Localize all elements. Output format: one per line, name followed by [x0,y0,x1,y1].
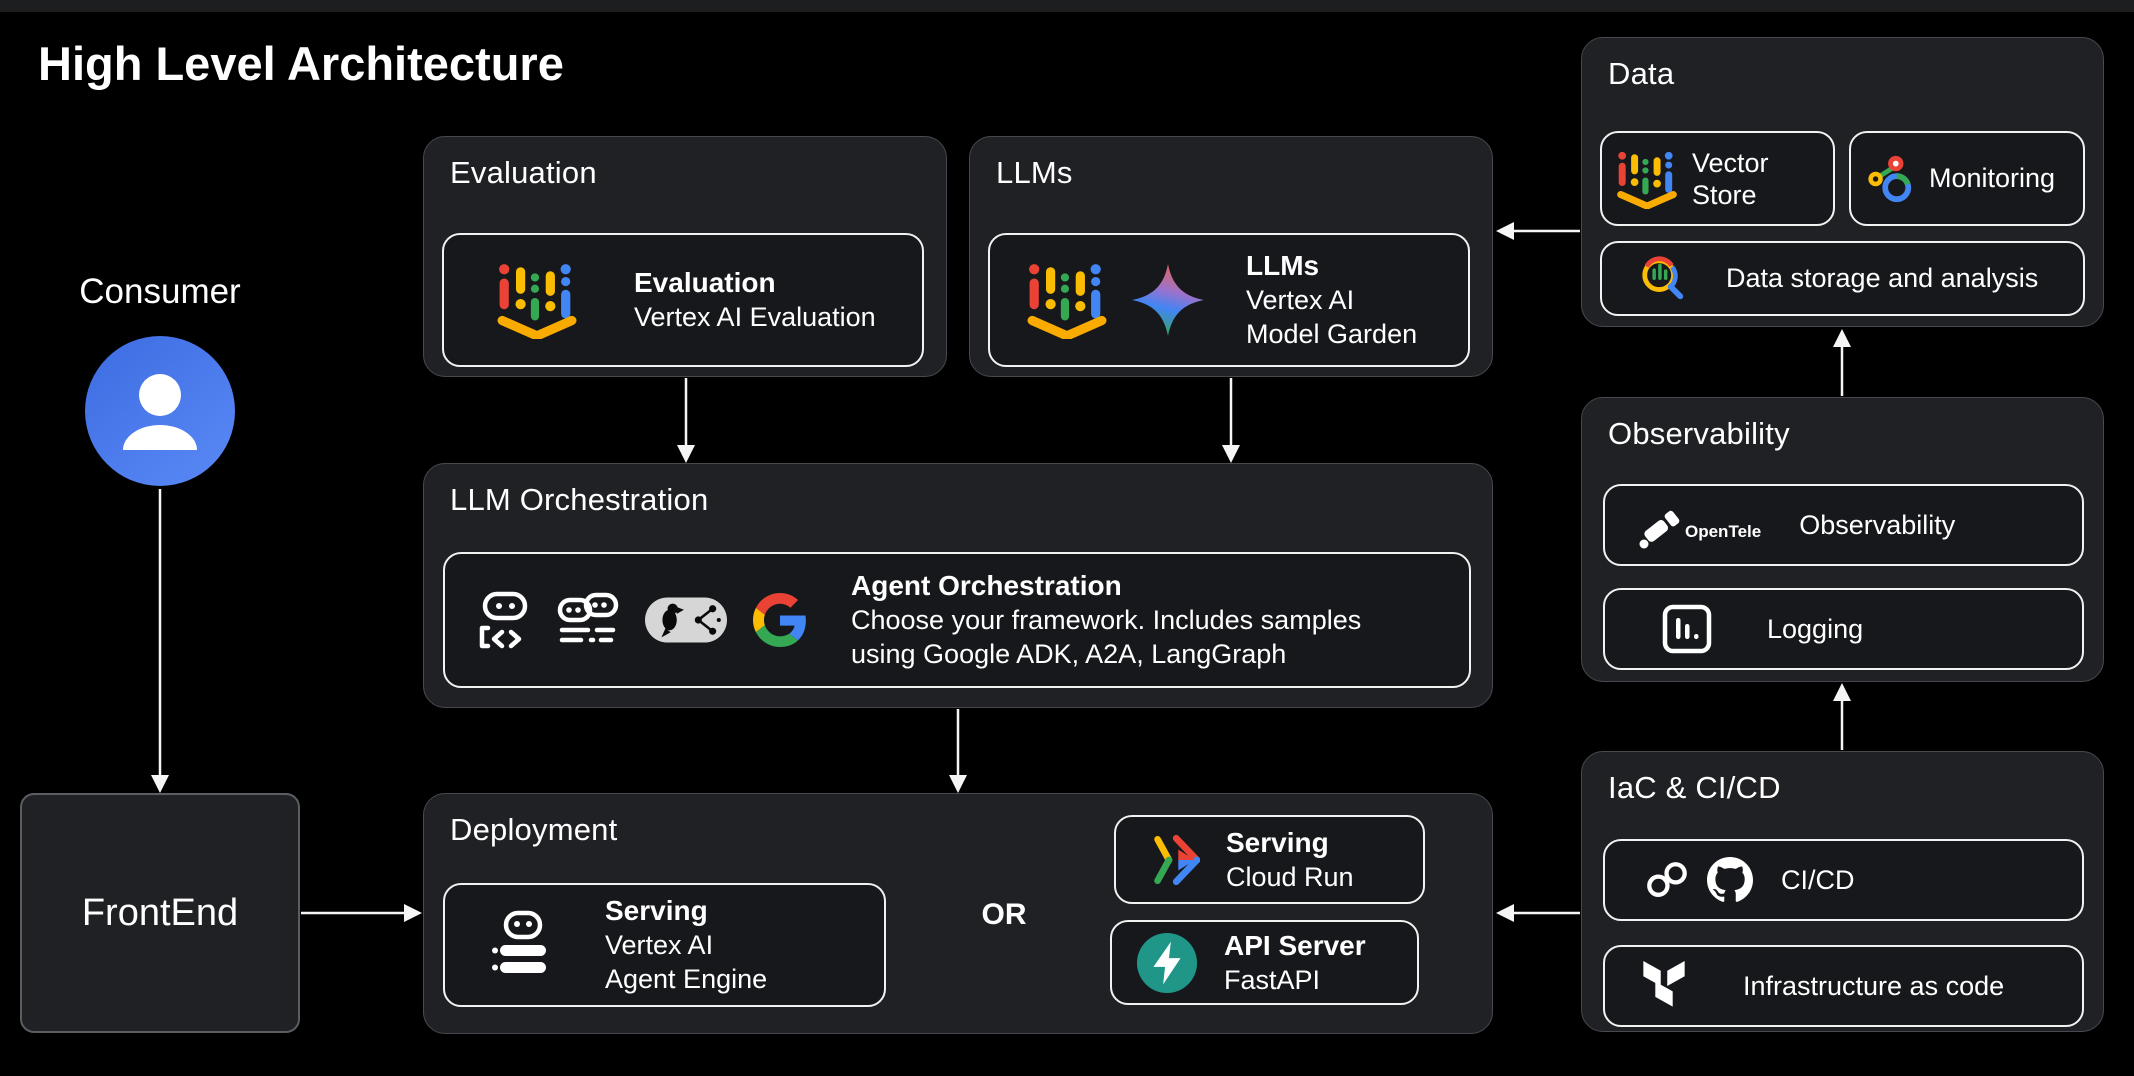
storage-label: Data storage and analysis [1726,263,2039,293]
gemini-star-icon [1130,262,1206,338]
observability-panel-title: Observability [1608,416,1790,451]
cloud-run-title: Serving [1226,826,1329,858]
vector-store-label: Vector Store [1692,147,1769,210]
opentelemetry-telescope-icon [1635,498,1693,552]
vertex-ai-icon [1616,149,1678,209]
langgraph-parrot-icon [645,597,727,643]
agent-engine-robot-icon [485,910,559,980]
frontend-node: FrontEnd [20,793,300,1033]
agent-engine-title: Serving [605,895,708,926]
llms-card-line2: Model Garden [1246,319,1418,349]
infra-card: Infrastructure as code [1603,945,2084,1027]
cicd-label: CI/CD [1781,864,1855,895]
orchestration-card-title: Agent Orchestration [851,570,1122,601]
observability-label: Observability [1799,509,1956,540]
llms-card-title: LLMs [1246,250,1320,281]
cloud-run-line1: Cloud Run [1226,861,1354,892]
infra-label: Infrastructure as code [1743,970,2005,1001]
person-icon [85,336,235,486]
terraform-icon [1641,961,1687,1011]
fastapi-title: API Server [1224,929,1366,961]
agent-engine-card: Serving Vertex AI Agent Engine [443,883,886,1007]
storage-card: Data storage and analysis [1600,241,2085,316]
iac-panel-title: IaC & CI/CD [1608,770,1781,805]
deployment-panel: Deployment Serving Vertex AI Agent Engin… [423,793,1493,1034]
llms-panel: LLMs [969,136,1493,377]
orchestration-panel-title: LLM Orchestration [450,482,709,517]
fastapi-line1: FastAPI [1224,964,1321,995]
data-analysis-magnifier-icon [1638,254,1688,304]
cloud-run-card: Serving Cloud Run [1114,815,1425,904]
evaluation-panel: Evaluation Evaluation Vertex AI Evaluati… [423,136,947,377]
iac-panel: IaC & CI/CD CI/CD Infrastructure as code [1581,751,2104,1032]
adk-robot-icon [475,590,531,650]
cicd-loop-icon [1645,860,1689,900]
top-strip [0,0,2134,12]
evaluation-card-title: Evaluation [634,267,776,298]
frontend-label: FrontEnd [81,891,239,934]
fastapi-card: API Server FastAPI [1110,920,1419,1005]
fastapi-bolt-icon [1136,932,1198,994]
or-label: OR [981,898,1027,931]
evaluation-panel-title: Evaluation [450,155,597,190]
vertex-ai-icon [1026,261,1108,339]
data-panel-title: Data [1608,56,1675,91]
logging-label: Logging [1767,613,1864,644]
logging-chart-icon [1661,603,1713,655]
a2a-agents-icon [557,592,621,648]
consumer-label: Consumer [79,272,241,311]
vertex-ai-icon [496,261,578,339]
agent-engine-line2: Agent Engine [605,964,768,994]
llms-panel-title: LLMs [996,155,1073,190]
orchestration-card-line1: Choose your framework. Includes samples [851,605,1362,635]
monitoring-icon [1865,154,1915,204]
evaluation-card-subtitle: Vertex AI Evaluation [634,302,876,332]
logging-card: Logging [1603,588,2084,670]
cicd-card: CI/CD [1603,839,2084,921]
google-g-icon [753,593,807,647]
opentelemetry-card: OpenTele Observability [1603,484,2084,566]
vector-store-card: Vector Store [1600,131,1835,226]
consumer-avatar [85,336,235,486]
github-icon [1707,857,1753,903]
monitoring-card: Monitoring [1849,131,2085,226]
evaluation-card: Evaluation Vertex AI Evaluation [442,233,924,367]
observability-panel: Observability OpenTele Observability Log… [1581,397,2104,682]
orchestration-panel: LLM Orchestration [423,463,1493,708]
cloud-run-icon [1140,833,1200,887]
opentelemetry-brand-text: OpenTele [1685,522,1762,541]
llms-card-line1: Vertex AI [1246,285,1355,315]
llms-card: LLMs Vertex AI Model Garden [988,233,1470,367]
page-title: High Level Architecture [38,37,564,90]
monitoring-label: Monitoring [1929,163,2056,193]
deployment-panel-title: Deployment [450,812,618,847]
agent-engine-line1: Vertex AI [605,930,714,960]
data-panel: Data Vector Store Monitoring [1581,37,2104,327]
orchestration-card-line2: using Google ADK, A2A, LangGraph [851,639,1287,669]
orchestration-card: Agent Orchestration Choose your framewor… [443,552,1471,688]
